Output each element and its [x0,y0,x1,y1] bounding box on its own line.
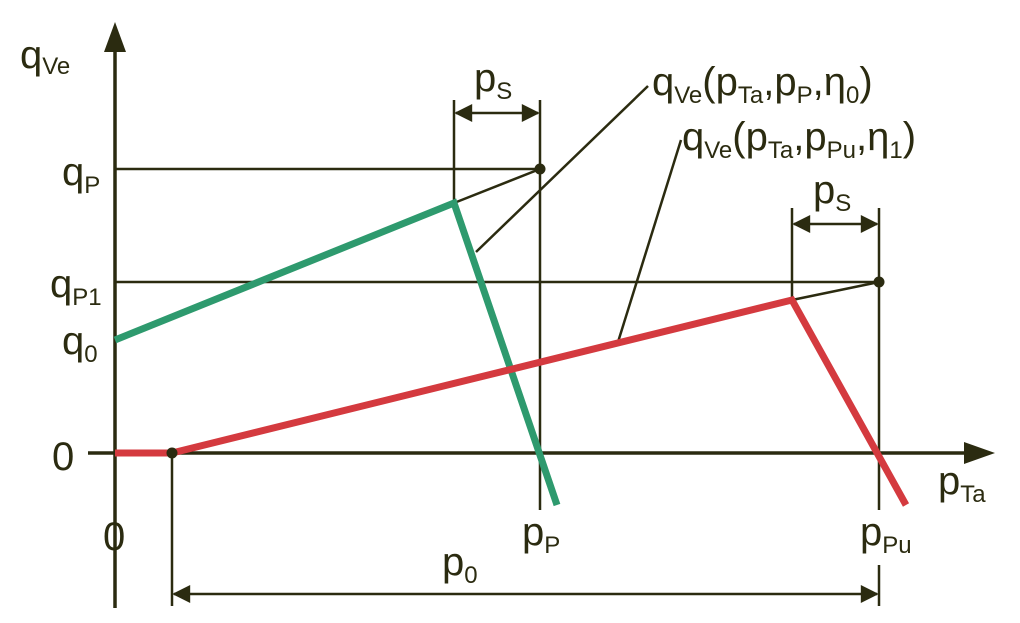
y-axis-arrow-icon [104,22,126,52]
curve1-leader-line [616,139,683,343]
qP-pP-point [534,163,546,175]
x-axis-label: pTa [938,459,986,508]
qP1-label: qP1 [50,262,102,311]
p0-label: p0 [442,540,478,589]
y-axis-label: qVe [20,33,70,80]
curve0-leader-line [475,85,649,253]
p0-start-point [166,447,178,459]
pP-label: pP [522,510,560,559]
red-curve-eta1 [115,295,910,507]
qP1-pPu-point [873,276,885,288]
x-zero-label: 0 [103,515,125,559]
pS-left-label: pS [474,56,512,105]
curve1-label: qVe(pTa,pPu,η1) [682,115,916,164]
pS-right-label: pS [813,168,851,217]
red-knee-connector [791,280,880,302]
y-zero-label: 0 [52,435,74,479]
axes [88,22,995,608]
q0-label: q0 [62,319,98,368]
curve0-label: qVe(pTa,pP,η0) [652,60,873,109]
x-axis-arrow-icon [964,442,995,464]
green-knee-connector [453,167,541,205]
qP-label: qP [62,150,100,199]
pPu-label: pPu [860,510,912,559]
green-curve-eta0 [113,198,561,507]
